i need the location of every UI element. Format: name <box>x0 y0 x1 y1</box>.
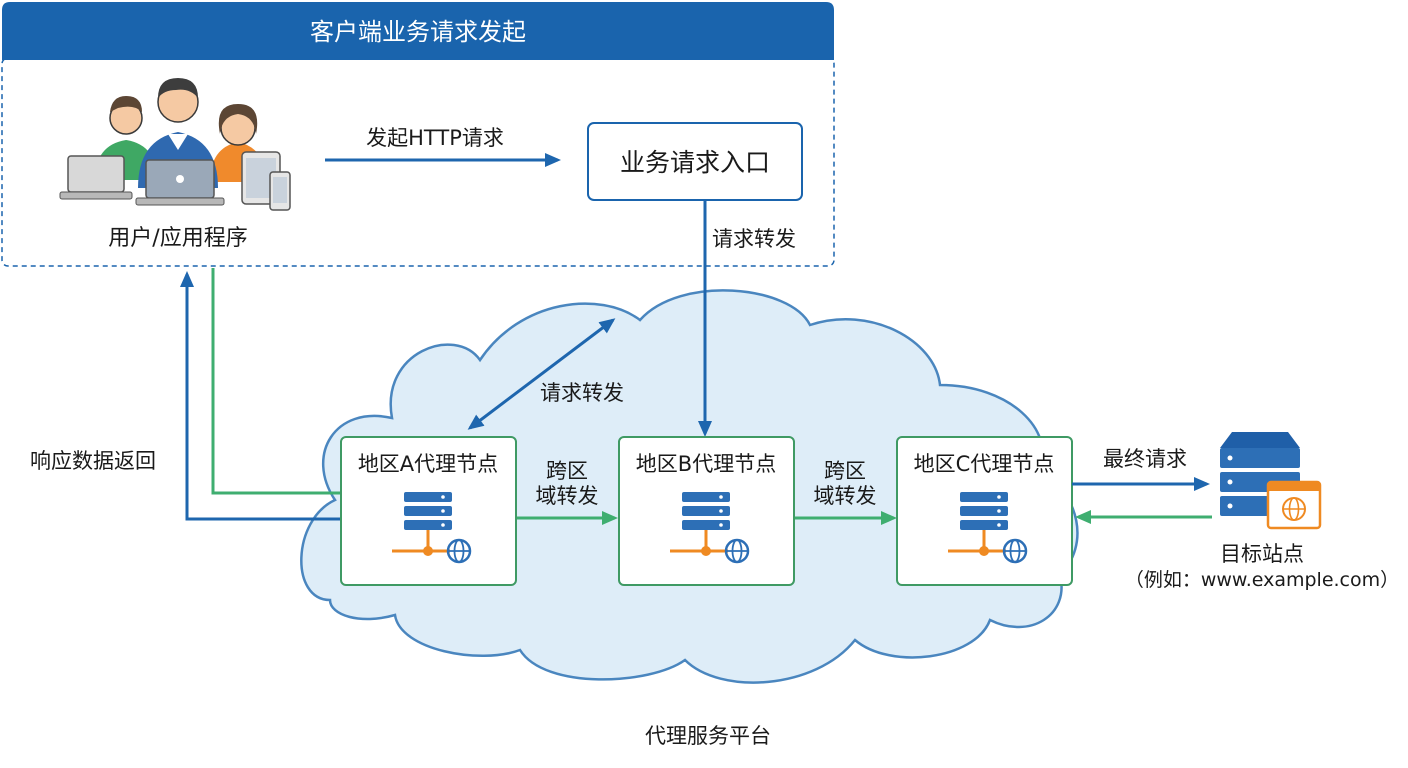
arrow-response-blue <box>180 271 340 521</box>
header-bar <box>2 2 834 60</box>
label-forward-cloud: 请求转发 <box>540 381 624 405</box>
header-title: 客户端业务请求发起 <box>310 18 526 46</box>
server-network-icon <box>948 492 1028 564</box>
server-network-icon <box>670 492 750 564</box>
node-label: 地区C代理节点 <box>914 452 1055 476</box>
label-forward-down: 请求转发 <box>712 227 796 251</box>
target-example: （例如：www.example.com） <box>1125 569 1399 591</box>
label-cross-ab-2: 域转发 <box>536 484 599 508</box>
line-response-green <box>211 268 340 495</box>
node-region-b[interactable]: 地区B代理节点 <box>618 436 795 586</box>
node-region-c[interactable]: 地区C代理节点 <box>896 436 1073 586</box>
node-label: 地区A代理节点 <box>358 452 498 476</box>
platform-label: 代理服务平台 <box>645 724 771 748</box>
label-cross-ab-1: 跨区 <box>546 459 588 483</box>
label-response-return: 响应数据返回 <box>30 449 156 473</box>
label-final-request: 最终请求 <box>1103 447 1187 471</box>
server-network-icon <box>392 492 472 564</box>
entry-box[interactable]: 业务请求入口 <box>587 122 803 201</box>
node-label: 地区B代理节点 <box>636 452 776 476</box>
label-cross-bc-1: 跨区 <box>824 459 866 483</box>
entry-label: 业务请求入口 <box>620 148 770 177</box>
web-server-icon <box>1220 432 1322 530</box>
client-panel: 客户端业务请求发起 <box>1 2 835 267</box>
client-label: 用户/应用程序 <box>108 226 247 251</box>
users-devices-icon <box>59 78 291 211</box>
target-label: 目标站点 <box>1220 542 1304 566</box>
label-initiate-http: 发起HTTP请求 <box>366 126 504 150</box>
label-cross-bc-2: 域转发 <box>814 484 877 508</box>
arrow-forward-cloud <box>467 318 616 430</box>
node-region-a[interactable]: 地区A代理节点 <box>340 436 517 586</box>
